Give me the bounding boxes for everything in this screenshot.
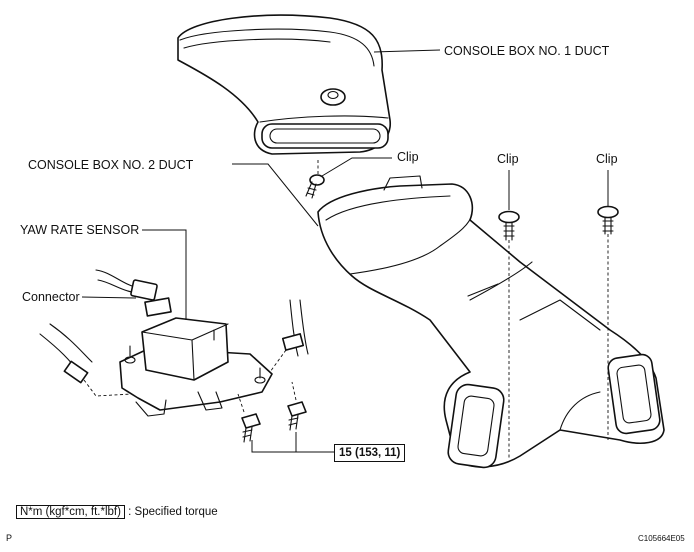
yaw-rate-sensor-label: YAW RATE SENSOR	[20, 223, 140, 237]
connector-part	[95, 269, 158, 301]
clip-right-part	[597, 205, 619, 235]
leader-lines	[81, 49, 609, 453]
duct2-label: CONSOLE BOX NO. 2 DUCT	[28, 158, 194, 172]
torque-unit-box: N*m (kgf*cm, ft.*lbf)	[16, 505, 125, 519]
page-letter: P	[6, 533, 13, 543]
torque-value-box: 15 (153, 11)	[334, 444, 406, 462]
bolt-right	[287, 401, 307, 431]
console-box-no1-duct	[177, 14, 391, 155]
alignment-dashed-lines	[237, 160, 609, 460]
bolt-left	[241, 413, 261, 443]
duct1-label: CONSOLE BOX NO. 1 DUCT	[444, 44, 610, 58]
wire-harness-left	[39, 323, 133, 397]
connector-label: Connector	[22, 290, 80, 304]
clip-left-part	[305, 174, 325, 199]
torque-legend-description: : Specified torque	[128, 506, 218, 518]
clip-middle-label: Clip	[497, 152, 519, 166]
clip-middle-part	[498, 210, 520, 241]
figure-code: C105664E05	[638, 534, 685, 543]
wire-harness-right	[269, 299, 309, 373]
console-box-no2-duct	[317, 175, 665, 469]
torque-legend: N*m (kgf*cm, ft.*lbf) : Specified torque	[16, 505, 218, 519]
clip-right-label: Clip	[596, 152, 618, 166]
clip-left-label: Clip	[397, 150, 419, 164]
yaw-rate-sensor-part	[119, 297, 273, 417]
